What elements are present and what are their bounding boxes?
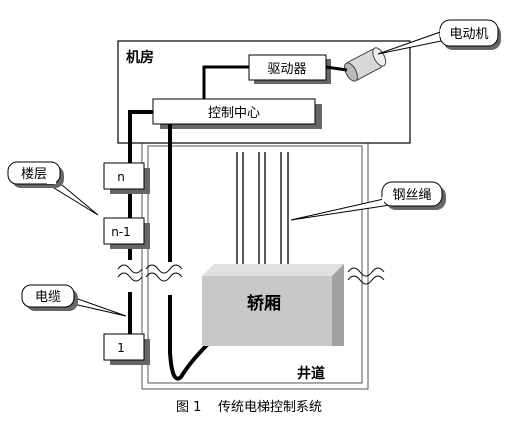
rope-callout-label: 钢丝绳 xyxy=(392,188,431,203)
motor-icon xyxy=(344,47,387,82)
control-center-label: 控制中心 xyxy=(208,106,260,121)
driver-label: 驱动器 xyxy=(267,62,306,77)
floor-box-n-1: n-1 xyxy=(103,217,150,249)
control-center-box xyxy=(152,98,316,125)
machine-room-label: 机房 xyxy=(126,49,154,66)
travelling-cable xyxy=(168,124,210,381)
rope-callout: 钢丝绳 xyxy=(290,181,446,221)
cable-callout: 电缆 xyxy=(21,284,127,317)
motor-callout-label: 电动机 xyxy=(449,27,488,42)
car-label: 轿厢 xyxy=(247,293,281,314)
floor-box-1: 1 xyxy=(103,333,150,365)
floor-label-1: 1 xyxy=(117,341,125,355)
figure-caption: 图 1 传统电梯控制系统 xyxy=(176,400,322,415)
floors-callout: 楼层 xyxy=(7,161,99,216)
wire-ropes xyxy=(236,152,289,270)
floor-label-n: n xyxy=(117,170,125,184)
floors-callout-label: 楼层 xyxy=(21,167,47,182)
cable-callout-label: 电缆 xyxy=(35,289,61,305)
shaft-label: 井道 xyxy=(297,365,325,382)
floor-label-n-1: n-1 xyxy=(111,225,131,239)
control-driver-cable xyxy=(202,65,249,99)
floor-box-n: n xyxy=(103,162,150,194)
break-markers xyxy=(117,264,385,285)
car-box xyxy=(202,264,344,346)
motor-callout: 电动机 xyxy=(377,19,501,55)
driver-motor-link xyxy=(325,65,348,72)
floor-bus-cable xyxy=(128,110,153,260)
